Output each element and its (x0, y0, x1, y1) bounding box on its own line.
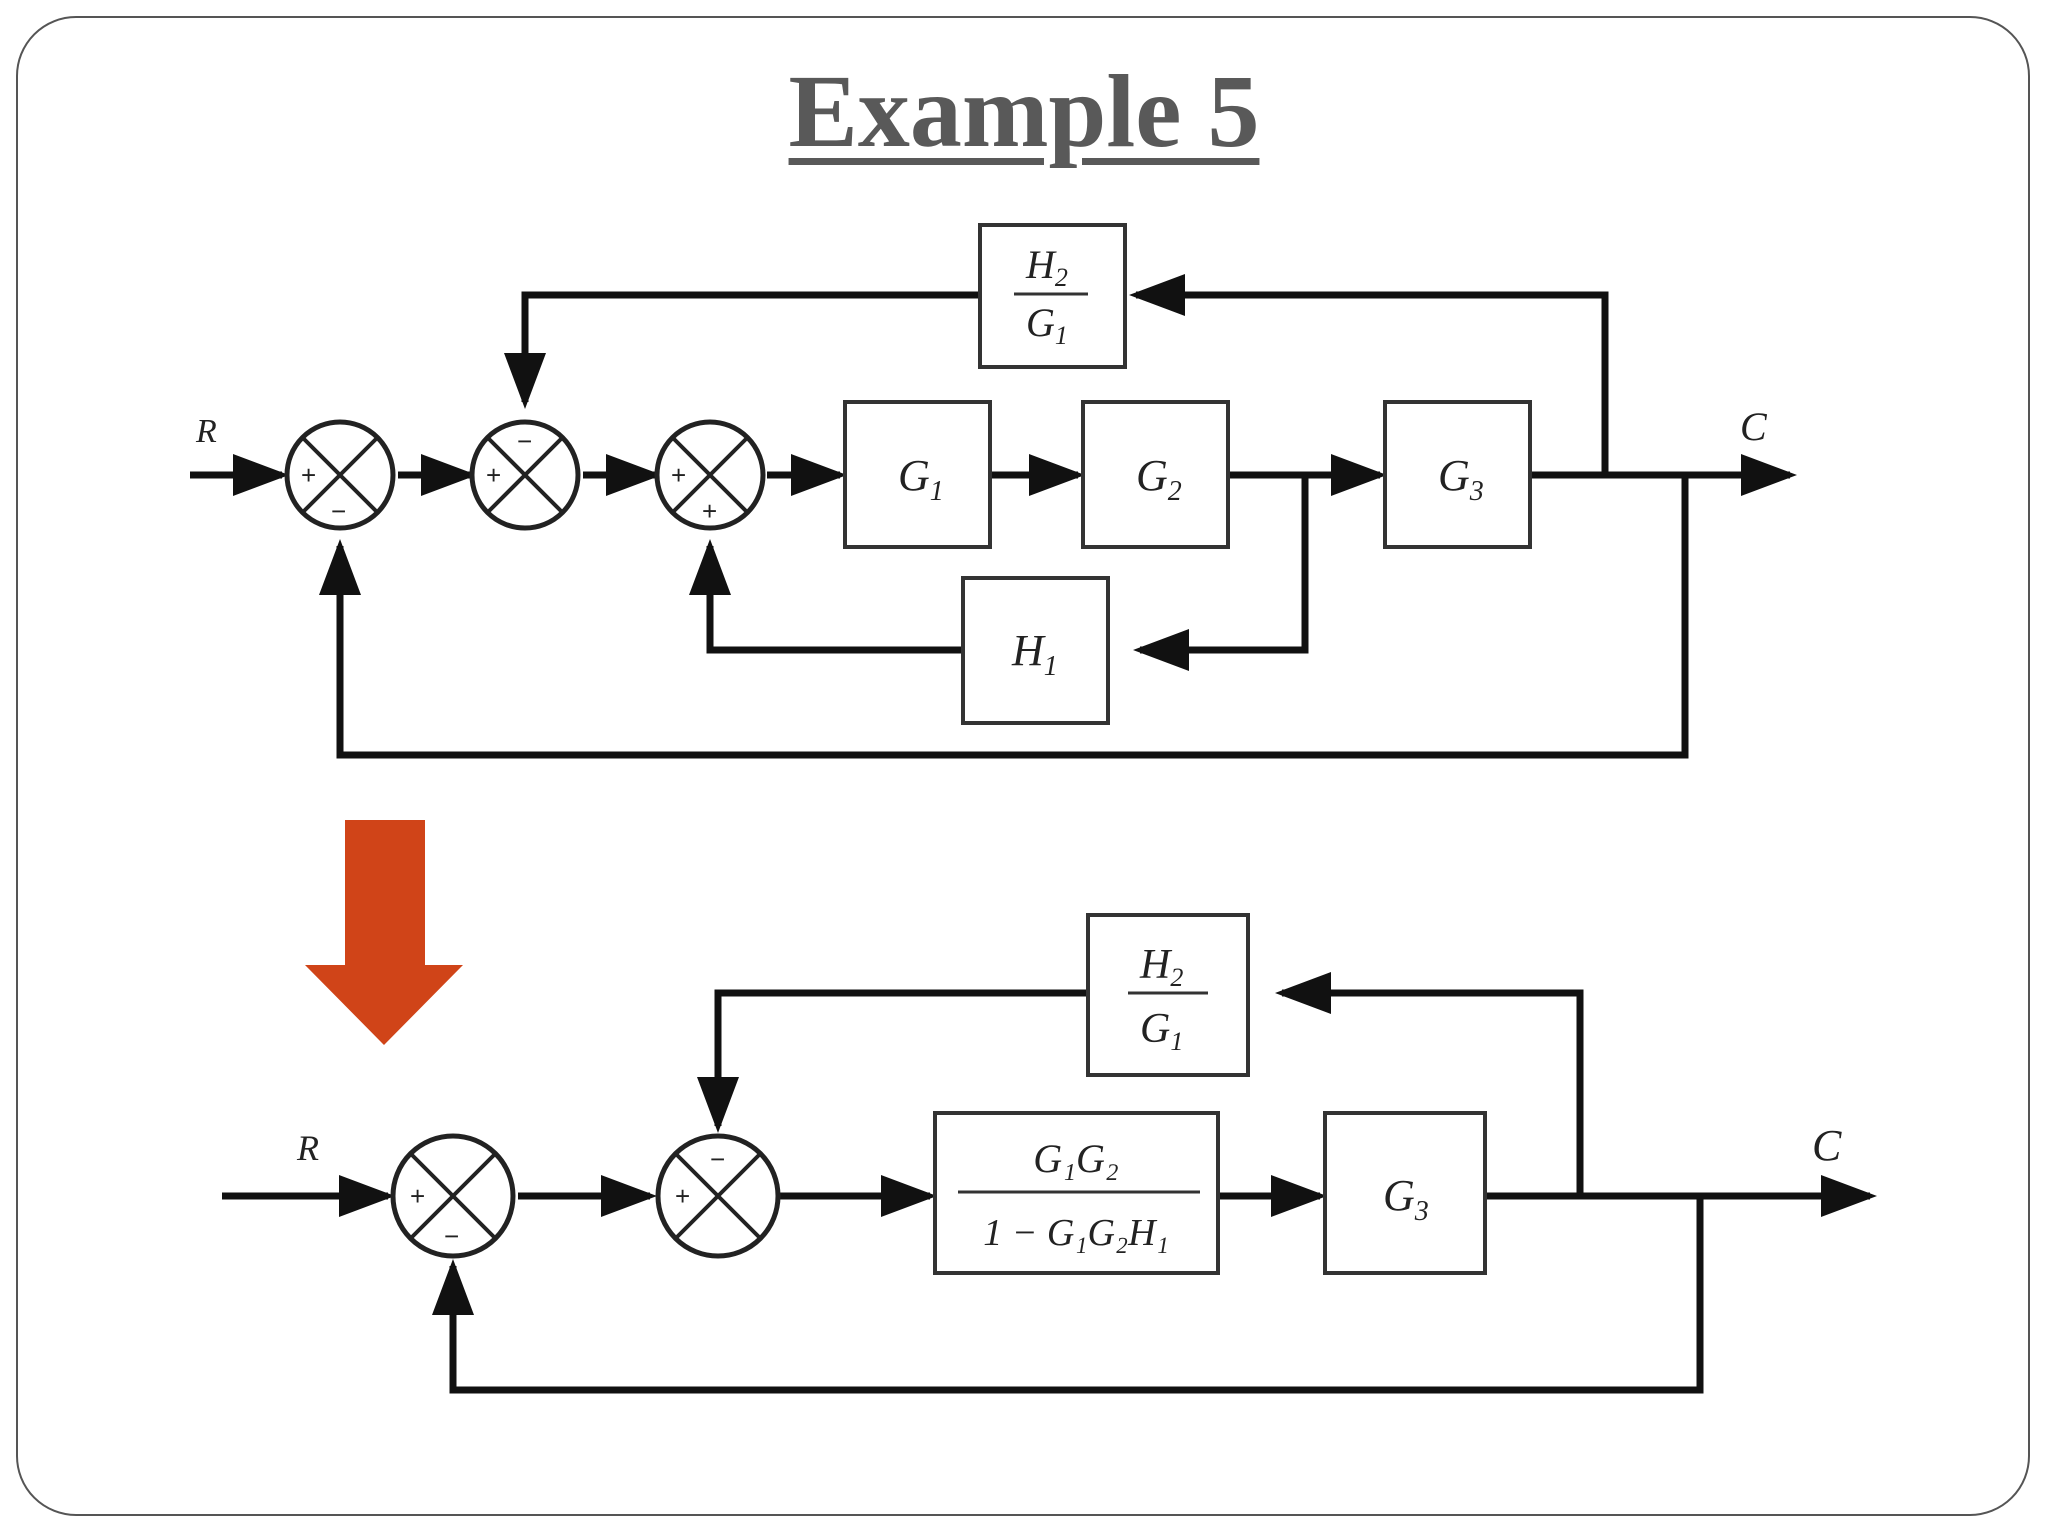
bottom-h2-feedback-out (697, 989, 1088, 1133)
bottom-summer-2: + − (655, 1133, 781, 1259)
top-h2-feedback-in (1129, 274, 1609, 475)
top-input-label: R (195, 413, 217, 450)
svg-text:+: + (301, 460, 316, 490)
top-summer-3: + + (654, 419, 766, 531)
bottom-block-g3-label: G3 (1383, 1171, 1429, 1227)
bottom-block-combined-num: G₁G₂ (1033, 1136, 1119, 1181)
bottom-block-h2g1-num: H2 (1139, 942, 1183, 992)
top-block-g2-label: G2 (1136, 451, 1182, 507)
svg-text:+: + (671, 460, 686, 490)
reduction-arrow-icon (305, 820, 463, 1045)
svg-text:−: − (331, 496, 346, 526)
svg-text:+: + (410, 1181, 425, 1211)
top-diagram: + − + − + + G1 G2 G3 H1 H2 G1 (190, 223, 1797, 759)
bottom-block-h2-over-g1 (1086, 913, 1250, 1077)
bottom-summer-1: + − (390, 1133, 516, 1259)
bottom-block-g3 (1323, 1111, 1487, 1275)
top-unity-feedback (319, 475, 1689, 759)
svg-text:+: + (486, 460, 501, 490)
bottom-block-h2g1-den: G1 (1140, 1006, 1183, 1056)
top-block-g2 (1081, 400, 1230, 549)
top-summer-2: + − (469, 419, 581, 531)
top-block-g1 (843, 400, 992, 549)
bottom-unity-feedback (432, 1196, 1704, 1394)
top-h1-feedback-in (1133, 475, 1309, 671)
top-block-g1-label: G1 (898, 451, 944, 507)
svg-text:−: − (517, 426, 532, 456)
top-block-h2g1-den: G1 (1026, 300, 1068, 350)
top-block-h1-label: H1 (1011, 626, 1058, 682)
slide-frame (16, 16, 2030, 1516)
slide-title: Example 5 (788, 54, 1260, 169)
top-block-h2-over-g1 (978, 223, 1127, 369)
bottom-h2-feedback-in (1275, 972, 1584, 1196)
top-summer-1: + − (284, 419, 396, 531)
top-block-h1 (961, 576, 1110, 725)
top-block-g3 (1383, 400, 1532, 549)
bottom-output-label: C (1812, 1121, 1842, 1170)
top-output-label: C (1740, 404, 1768, 449)
top-block-h2g1-num: H2 (1025, 242, 1068, 292)
bottom-diagram: + − + − G₁G₂ 1 − G₁G₂H₁ G3 H2 G1 R C (222, 913, 1877, 1394)
svg-text:−: − (444, 1221, 459, 1251)
top-h1-feedback-out (689, 539, 963, 654)
svg-text:−: − (710, 1144, 725, 1174)
bottom-input-label: R (296, 1128, 319, 1168)
top-block-g3-label: G3 (1438, 451, 1484, 507)
svg-text:+: + (702, 496, 717, 526)
bottom-block-combined-den: 1 − G₁G₂H₁ (983, 1212, 1169, 1254)
top-h2-feedback-out (504, 291, 980, 409)
svg-text:+: + (675, 1181, 690, 1211)
